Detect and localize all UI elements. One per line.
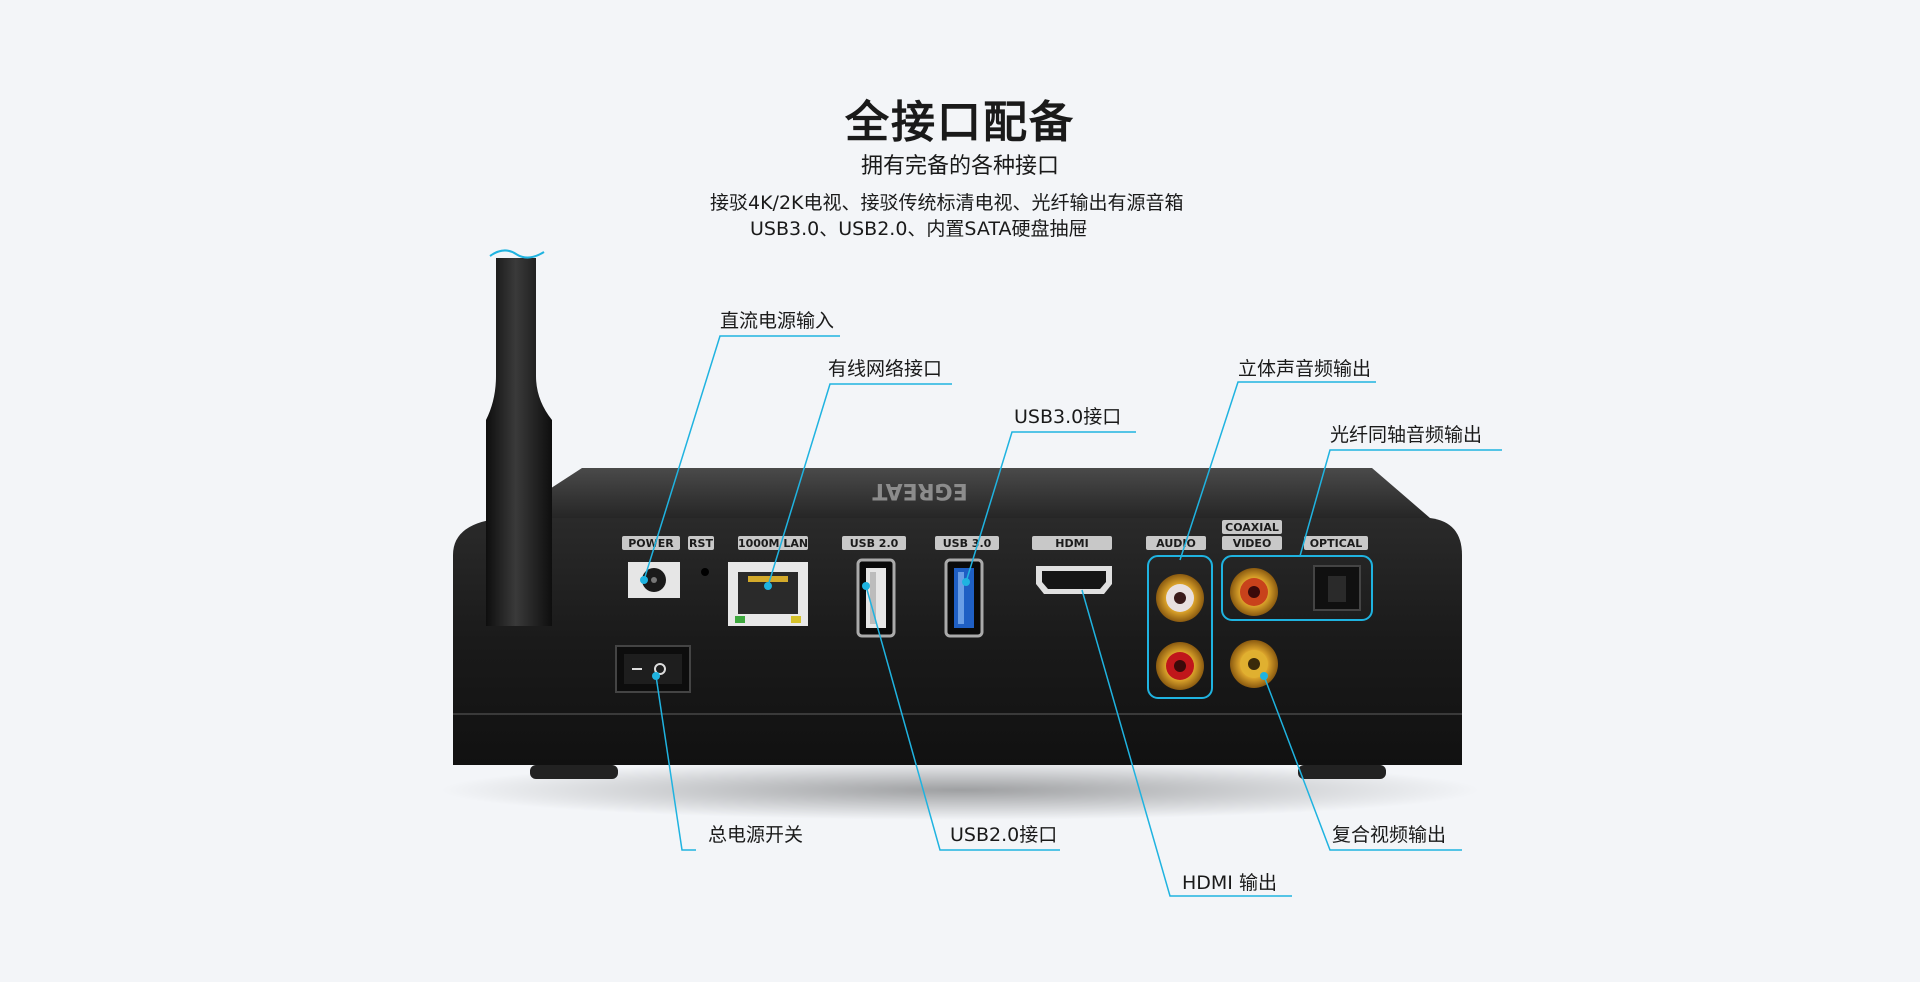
rst-hole <box>701 568 709 576</box>
right-foot <box>1298 765 1386 779</box>
floor-shadow <box>440 760 1480 820</box>
rca-red-audio <box>1156 642 1204 690</box>
description: 接驳4K/2K电视、接驳传统标清电视、光纤输出有源音箱 USB3.0、USB2.… <box>710 190 1184 242</box>
label-optical: OPTICAL <box>1310 537 1363 550</box>
label-usb3: USB 3.0 <box>943 537 992 550</box>
leader-lines <box>640 335 1502 897</box>
rca-coaxial <box>1230 568 1278 616</box>
description-line-2: USB3.0、USB2.0、内置SATA硬盘抽屉 <box>750 218 1088 240</box>
leader-stereo-audio <box>1179 381 1376 561</box>
optical-port <box>1313 565 1361 611</box>
wifi-antenna <box>486 249 552 626</box>
callout-dc-power: 直流电源输入 <box>720 310 835 332</box>
label-video: VIDEO <box>1233 537 1272 550</box>
rca-composite-video <box>1230 640 1278 688</box>
leader-lan <box>767 383 952 587</box>
label-coaxial: COAXIAL <box>1225 521 1279 534</box>
power-rocker-switch <box>615 645 691 693</box>
leader-composite <box>1263 675 1462 851</box>
rca-white-audio <box>1156 574 1204 622</box>
leader-main-switch <box>655 675 696 851</box>
top-logo: EGREAT <box>872 478 967 503</box>
usb3-port <box>944 558 984 638</box>
device-rear-face <box>453 518 1462 765</box>
callout-main-switch: 总电源开关 <box>708 824 804 846</box>
label-lan: 1000M LAN <box>738 537 808 550</box>
label-audio: AUDIO <box>1156 537 1196 550</box>
callout-hdmi: HDMI 输出 <box>1182 872 1277 894</box>
page-title: 全接口配备 <box>845 97 1075 148</box>
device-top-surface <box>505 468 1430 518</box>
leader-usb3 <box>965 431 1136 583</box>
label-power: POWER <box>628 537 674 550</box>
panel-label-strip: POWER RST 1000M LAN USB 2.0 USB 3.0 HDMI… <box>622 520 1368 550</box>
callout-usb2: USB2.0接口 <box>950 824 1058 846</box>
lan-port <box>728 562 808 626</box>
left-foot <box>530 765 618 779</box>
dc-power-jack <box>628 562 680 598</box>
digital-audio-group-outline <box>1221 555 1373 621</box>
label-rst: RST <box>689 537 713 550</box>
page-subtitle: 拥有完备的各种接口 <box>860 154 1059 179</box>
leader-hdmi <box>1081 589 1292 897</box>
leader-usb2 <box>865 585 1060 851</box>
callout-usb3: USB3.0接口 <box>1014 406 1122 428</box>
usb2-port <box>856 558 896 638</box>
audio-group-outline <box>1147 555 1213 699</box>
callout-lan: 有线网络接口 <box>828 358 943 380</box>
leader-optical-coax <box>1299 449 1502 557</box>
callout-stereo-audio: 立体声音频输出 <box>1238 358 1372 380</box>
label-hdmi: HDMI <box>1055 537 1088 550</box>
hdmi-port <box>1036 566 1112 594</box>
callout-optical-coax: 光纤同轴音频输出 <box>1330 424 1483 446</box>
leader-dc-power <box>643 335 840 581</box>
callout-composite: 复合视频输出 <box>1332 824 1447 846</box>
description-line-1: 接驳4K/2K电视、接驳传统标清电视、光纤输出有源音箱 <box>710 192 1184 214</box>
label-usb2: USB 2.0 <box>850 537 899 550</box>
